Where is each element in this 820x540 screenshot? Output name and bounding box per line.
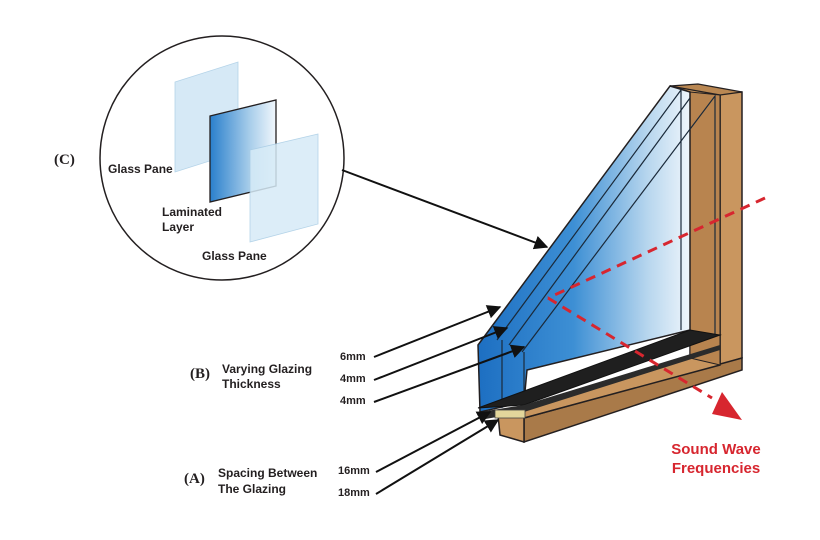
label-18mm: 18mm [338, 487, 370, 499]
label-laminated: Laminated [162, 205, 223, 219]
label-4mm-first: 4mm [340, 373, 366, 385]
sound-wave-arrowhead [712, 392, 742, 420]
arrow-18mm [375, 419, 500, 495]
sound-wave-lines [547, 196, 766, 420]
bottom-seal-lower [480, 345, 720, 420]
window-section [477, 83, 743, 444]
label-glass-pane-top: Glass Pane [108, 162, 173, 176]
frame-top [669, 83, 743, 96]
sound-wave-outgoing [547, 296, 713, 400]
pane-edge-line-2 [508, 97, 691, 346]
sound-wave-incoming [547, 196, 766, 300]
arrow-4mm-first [373, 326, 509, 381]
label-sound-wave-frequencies: Sound Wave Frequencies [664, 440, 768, 478]
label-frequencies: Frequencies [671, 460, 761, 477]
label-a-letter: (A) [184, 471, 205, 487]
spacer-bar [494, 409, 526, 419]
leader-arrows [341, 169, 549, 495]
glass-pane-front [249, 133, 319, 243]
label-sound-wave: Sound Wave [671, 441, 761, 458]
label-the-glazing: The Glazing [218, 482, 287, 496]
label-glass-pane-bottom: Glass Pane [202, 249, 267, 263]
label-thickness: Thickness [222, 377, 281, 391]
label-c-letter: (C) [54, 152, 75, 168]
pane-edge-line-1 [496, 88, 682, 341]
label-layer: Layer [162, 220, 195, 234]
callout-c-arrow [341, 169, 549, 250]
arrow-4mm-second [373, 344, 526, 403]
label-4mm-second: 4mm [340, 395, 366, 407]
callout-c-zoom [99, 35, 345, 281]
label-6mm: 6mm [340, 351, 366, 363]
bottom-seal [477, 329, 722, 409]
pane-edge-line-3 [521, 94, 716, 353]
arrow-16mm [375, 411, 492, 473]
frame-right-side [719, 91, 743, 367]
label-varying-glazing: Varying Glazing [222, 362, 313, 376]
label-16mm: 16mm [338, 465, 370, 477]
label-b-letter: (B) [190, 366, 210, 382]
glass-panes [477, 85, 691, 413]
label-spacing-between: Spacing Between [218, 466, 318, 480]
arrow-6mm [373, 305, 502, 358]
